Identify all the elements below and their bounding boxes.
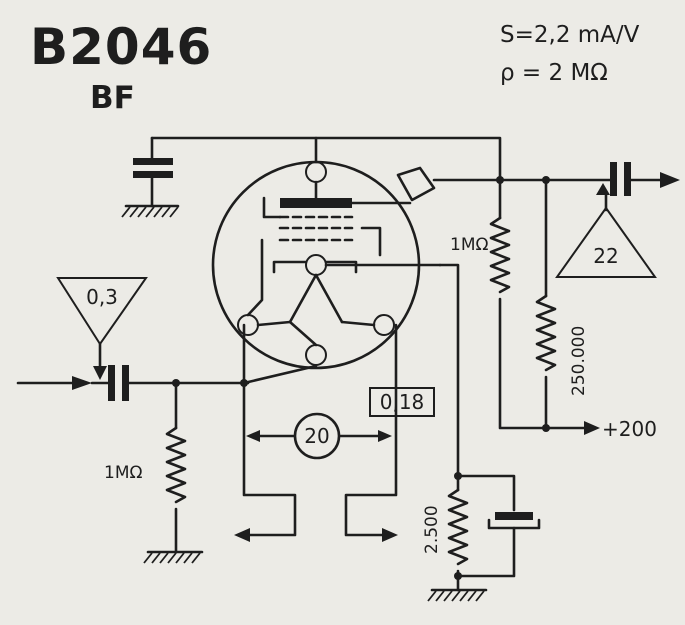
- input-signal-triangle: 0,3: [56, 277, 148, 380]
- grid-resistor-label: 1MΩ: [104, 463, 142, 483]
- input-arrow: [16, 376, 110, 390]
- cathode-pin: [305, 254, 327, 276]
- cathode-resistor: 2.500: [422, 474, 469, 580]
- anode-plate: [280, 198, 352, 208]
- anode-output-wire: [432, 176, 612, 184]
- cathode-wire: [438, 263, 516, 512]
- top-pin: [305, 161, 327, 183]
- transconductance-label: S=2,2 mA/V: [500, 22, 640, 48]
- supply-voltage-label: +200: [602, 417, 657, 441]
- left-pin: [237, 314, 259, 336]
- decoupling-capacitor: [133, 136, 173, 208]
- output-resistor-label: 250.000: [569, 326, 589, 396]
- plate-resistance-label: ρ = 2 MΩ: [500, 60, 608, 86]
- filament-voltage-value: 20: [304, 424, 329, 448]
- output-capacitor: [610, 162, 680, 196]
- right-pin: [373, 314, 395, 336]
- anode-resistor: 1MΩ: [450, 178, 548, 430]
- output-resistor: 250.000: [535, 178, 589, 432]
- ground-symbol-cathode: [427, 574, 488, 602]
- filament-current-value: 0,18: [380, 390, 425, 414]
- vacuum-tube: [211, 160, 442, 370]
- ground-symbol-top: [121, 204, 180, 218]
- filament-voltage-dimension: 20: [246, 412, 392, 460]
- output-signal-value: 22: [593, 244, 618, 268]
- tube-type-label: B2046: [30, 18, 212, 76]
- output-signal-triangle: 22: [555, 183, 657, 278]
- bottom-pin: [305, 344, 327, 366]
- anode-resistor-label: 1MΩ: [450, 235, 488, 255]
- input-signal-value: 0,3: [86, 285, 118, 309]
- top-bus-wire: [150, 136, 502, 180]
- filament-leads: [234, 323, 398, 542]
- cathode-resistor-label: 2.500: [422, 505, 442, 554]
- grid-lines: [278, 215, 354, 242]
- supply-terminal: +200: [544, 417, 657, 441]
- grid-resistor: 1MΩ: [104, 381, 187, 554]
- filament-current-box: 0,18: [369, 387, 435, 417]
- tube-function-label: BF: [90, 80, 135, 116]
- cathode-bypass-capacitor: [456, 512, 541, 578]
- input-capacitor: [108, 364, 318, 401]
- ground-symbol-grid: [143, 550, 204, 564]
